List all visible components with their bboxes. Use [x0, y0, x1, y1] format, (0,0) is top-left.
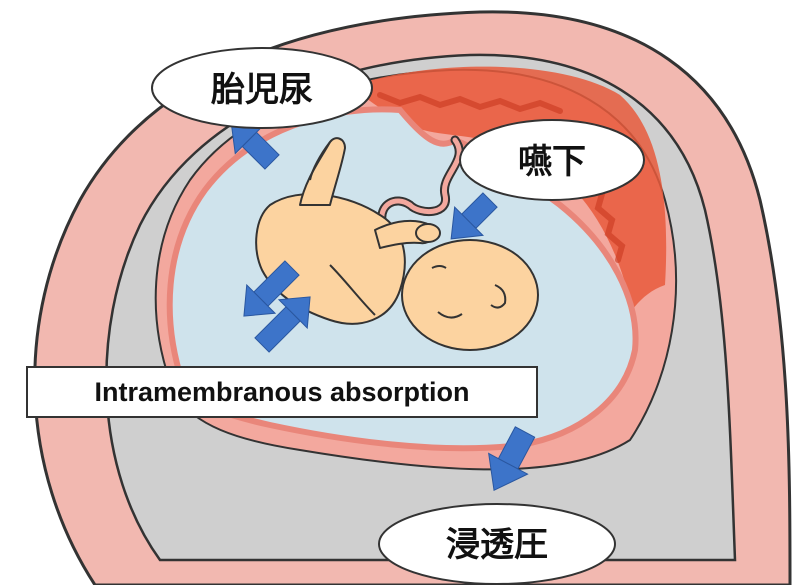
label-fetal-urine: 胎児尿 — [211, 70, 313, 110]
label-intramembranous-absorption: Intramembranous absorption — [26, 366, 538, 418]
bubble-osmotic-pressure: 浸透圧 — [379, 504, 615, 584]
bubble-fetal-urine: 胎児尿 — [152, 48, 372, 128]
bubble-swallowing: 嚥下 — [460, 120, 644, 200]
label-osmotic-pressure: 浸透圧 — [446, 525, 548, 565]
label-swallowing: 嚥下 — [518, 142, 586, 182]
